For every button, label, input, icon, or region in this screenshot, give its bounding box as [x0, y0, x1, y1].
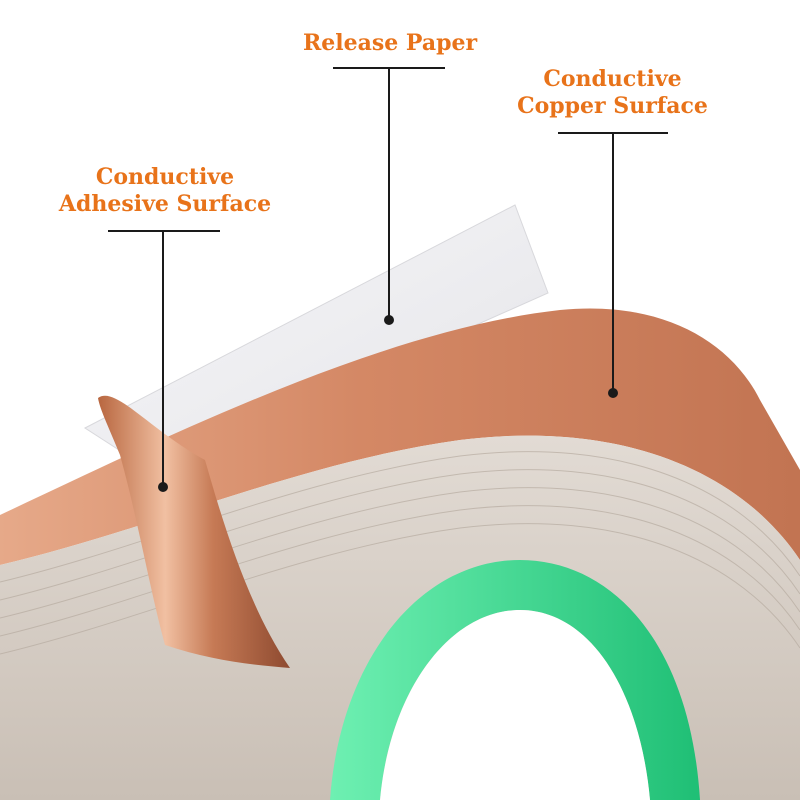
adhesive-surface-label-line-2: Adhesive Surface: [58, 191, 272, 217]
copper-surface-label: Conductive Copper Surface: [500, 66, 725, 120]
green-core: [330, 560, 700, 800]
copper-surface-leader-dot: [608, 388, 618, 398]
adhesive-surface-label-line-1: Conductive: [95, 164, 235, 190]
core-hole: [380, 610, 650, 800]
tape-layer-lines: [0, 451, 800, 655]
release-paper-label: Release Paper: [290, 30, 490, 57]
release-paper-leader-dot: [384, 315, 394, 325]
copper-surface-label-line-1: Conductive: [543, 66, 682, 92]
copper-surface-label-line-2: Copper Surface: [517, 93, 708, 119]
adhesive-surface-leader-dot: [158, 482, 168, 492]
leader-lines: [108, 67, 668, 492]
release-paper-label-text: Release Paper: [302, 30, 478, 56]
adhesive-surface-label: Conductive Adhesive Surface: [45, 164, 285, 218]
peeled-copper-strip: [98, 395, 290, 668]
